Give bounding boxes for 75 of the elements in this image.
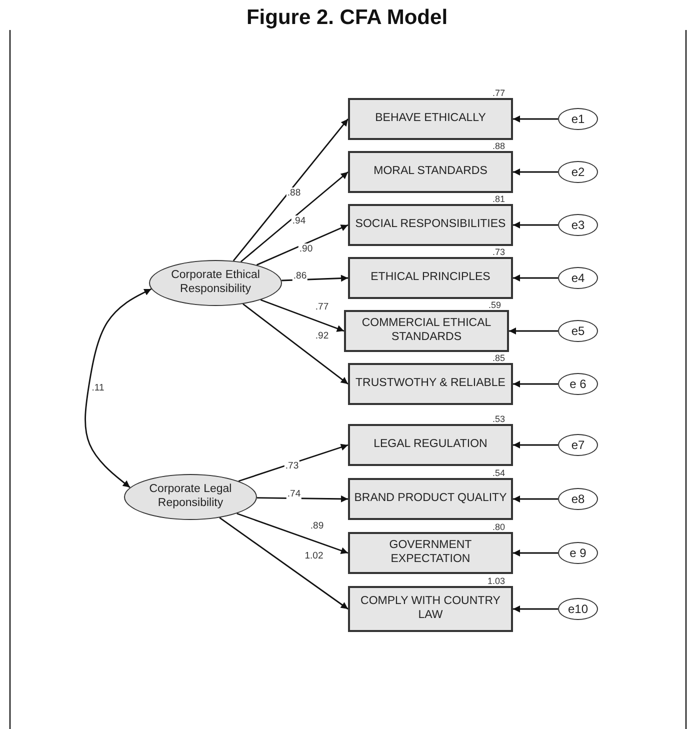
edge-label: .74 [286, 488, 302, 500]
path-arrow [242, 303, 348, 385]
error-label: e5 [571, 324, 585, 338]
error-label: e8 [571, 492, 585, 506]
path-arrow [260, 299, 344, 332]
error-label: e 6 [570, 377, 586, 391]
edge-label: .90 [298, 244, 314, 254]
edge-label: .11 [90, 382, 106, 394]
edge-label: .88 [286, 188, 302, 198]
node-label: MORAL STANDARDS [374, 165, 488, 179]
r-squared-value: .81 [492, 194, 505, 204]
edge-label: .92 [314, 330, 330, 342]
node-label: ETHICAL PRINCIPLES [370, 271, 490, 285]
path-arrow [509, 328, 558, 334]
node-label: LEGAL REGULATION [374, 438, 488, 452]
error-label: e4 [571, 271, 585, 285]
path-arrow [256, 495, 348, 502]
path-arrow [238, 444, 348, 482]
error-term-circle [558, 434, 598, 456]
node-label: COMMERCIAL ETHICAL STANDARDS [360, 317, 492, 345]
path-arrow [232, 118, 349, 262]
error-term-circle [558, 267, 598, 289]
error-term-circle [558, 214, 598, 236]
covariance-arrow [84, 288, 152, 488]
error-term-circle [558, 542, 598, 564]
node-label: BRAND PRODUCT QUALITY [354, 492, 507, 506]
node-label: GOVERNMENT EXPECTATION [388, 539, 473, 567]
r-squared-value: .88 [492, 141, 505, 151]
r-squared-value: .73 [492, 247, 505, 257]
error-label: e 9 [570, 546, 586, 560]
r-squared-value: 1.03 [487, 576, 505, 586]
error-term-circle [558, 488, 598, 510]
r-squared-value: .54 [492, 468, 505, 478]
error-term-circle [558, 373, 598, 395]
error-term-circle [558, 161, 598, 183]
path-arrow [282, 274, 348, 282]
r-squared-value: .80 [492, 522, 505, 532]
path-arrow [256, 224, 348, 266]
r-squared-value: .53 [492, 414, 505, 424]
r-squared-value: .77 [492, 88, 505, 98]
r-squared-value: .85 [492, 353, 505, 363]
error-label: e3 [571, 218, 585, 232]
path-arrow [513, 274, 558, 282]
edge-label: .89 [309, 520, 325, 532]
edge-label: .77 [314, 302, 330, 312]
node-label: BEHAVE ETHICALLY [375, 112, 486, 126]
path-arrow [513, 496, 558, 502]
path-arrow [240, 171, 348, 262]
path-arrow [513, 380, 558, 388]
node-label: Corporate Ethical Responsibility [170, 269, 261, 297]
error-label: e7 [571, 438, 585, 452]
path-arrow [513, 168, 558, 176]
path-arrow [513, 606, 558, 612]
edge-label: .73 [284, 460, 300, 472]
path-arrow [513, 550, 558, 556]
node-label: COMPLY WITH COUNTRY LAW [360, 595, 502, 623]
error-label: e1 [571, 112, 585, 126]
edge-label: 1.02 [304, 550, 324, 562]
path-arrow [236, 512, 348, 554]
error-label: e10 [568, 602, 588, 616]
error-label: e2 [571, 165, 585, 179]
path-arrow [513, 116, 558, 122]
error-term-circle [558, 320, 598, 342]
path-arrow [219, 517, 348, 610]
edge-label: .94 [291, 216, 307, 226]
path-arrow [513, 442, 558, 448]
r-squared-value: .59 [488, 300, 501, 310]
edge-label: .86 [292, 270, 308, 282]
node-label: SOCIAL RESPONSIBILITIES [355, 218, 506, 232]
path-arrow [513, 222, 558, 228]
node-label: Corporate Legal Reponsibility [148, 483, 233, 511]
node-label: TRUSTWOTHY & RELIABLE [356, 377, 506, 391]
error-term-circle [558, 108, 598, 130]
latent-variable-ellipse [124, 474, 257, 520]
error-term-circle [558, 598, 598, 620]
